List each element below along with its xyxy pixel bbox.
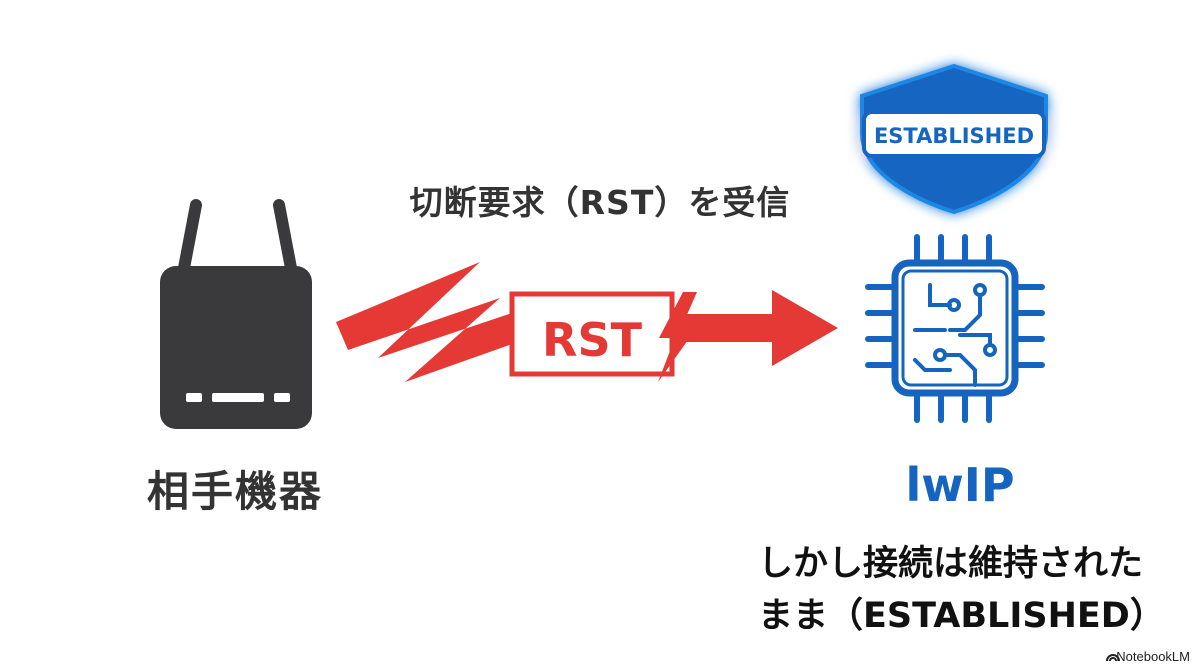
notebooklm-logo-icon	[1106, 654, 1120, 662]
rst-received-caption: 切断要求（RST）を受信	[409, 183, 791, 222]
router-icon	[160, 199, 312, 429]
badge-text: ESTABLISHED	[874, 124, 1034, 148]
shield-icon: ESTABLISHED	[860, 63, 1048, 215]
rst-packet: RST	[509, 291, 698, 382]
status-note-line-1: しかし接続は維持された	[758, 544, 1144, 584]
lwip-label: lwIP	[905, 458, 1015, 512]
peer-device-label: 相手機器	[146, 467, 323, 516]
status-note: しかし接続は維持された まま（ESTABLISHED）	[758, 538, 1188, 642]
chip-icon	[865, 234, 1045, 423]
lightning-icon	[658, 292, 698, 382]
watermark: NotebookLM	[1116, 649, 1190, 664]
watermark-text: NotebookLM	[1116, 649, 1190, 664]
rst-packet-label: RST	[542, 313, 643, 367]
status-note-line-2: まま（ESTABLISHED）	[758, 596, 1165, 636]
